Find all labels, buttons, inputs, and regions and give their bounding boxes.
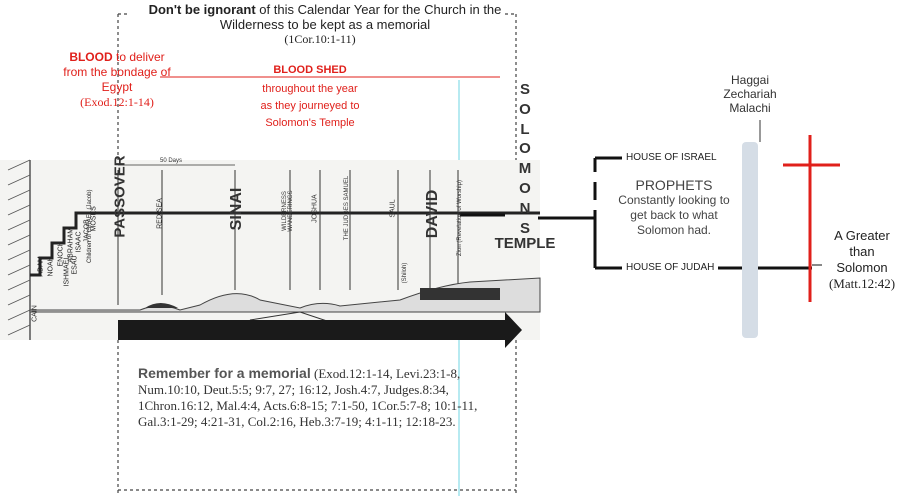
top-title-ref: (1Cor.10:1-11) [284, 32, 356, 46]
solomons-letter: S [519, 81, 530, 98]
timeline-drops [117, 170, 459, 305]
prophets-line1: Constantly looking to [618, 193, 730, 207]
timeline-main-line [30, 211, 540, 277]
greater-line2: than [849, 244, 875, 259]
top-title-rest: of this Calendar Year for the Church in … [219, 2, 502, 32]
solomons-letter: O [519, 140, 531, 158]
moses-label: MOSES [90, 206, 98, 232]
prophet-name: Malachi [729, 101, 771, 115]
adam-label: ADAM [37, 256, 45, 277]
blood-shed-line1: throughout the year [262, 83, 358, 95]
joshua-label: JOSHUA [311, 194, 319, 223]
greater-line3: Solomon [836, 260, 888, 275]
noah-label: NOAH [47, 256, 55, 277]
solomons-letter: L [520, 120, 530, 138]
top-title: Don't be ignorant of this Calendar Year … [130, 2, 520, 32]
greater-ref: (Matt.12:42) [828, 276, 896, 291]
memorial-block: Remember for a memorial (Exod.12:1-14, L… [138, 365, 508, 430]
red-sea-label: RED SEA [156, 198, 164, 229]
prophet-name: Haggai [730, 73, 770, 87]
blood-left-bold: BLOOD [69, 50, 113, 64]
blood-left-rest: to deliver from the bondage of Egypt [63, 50, 171, 94]
zion-city [420, 288, 500, 300]
timeline-arrow [118, 312, 522, 348]
greater-line1: A Greater [834, 228, 890, 243]
greater-than-solomon: A Greater than Solomon (Matt.12:42) [812, 228, 912, 292]
house-of-israel-label: HOUSE OF ISRAEL [626, 152, 717, 163]
saul-label: SAUL [389, 199, 397, 218]
memorial-refs: (Exod.12:1-14, Levi.23:1-8, Num.10:10, D… [138, 366, 478, 429]
prophets-title: PROPHETS [635, 177, 713, 193]
wilderness-label: WILDERNESS WANDERINGS [282, 190, 294, 232]
prophet-name: Zechariah [723, 87, 777, 101]
ishmael-label: ISHMAEL [63, 255, 71, 287]
prophets-block: PROPHETS Constantly looking to get back … [604, 178, 744, 238]
prophet-names: Haggai Zechariah Malachi [700, 73, 800, 115]
house-of-judah-label: HOUSE OF JUDAH [626, 262, 715, 273]
esau-label: ESAU [71, 255, 79, 275]
memorial-heading: Remember for a memorial [138, 365, 311, 381]
blood-shed-block: BLOOD SHED throughout the year as they j… [230, 62, 390, 132]
passover-label: PASSOVER [111, 155, 129, 238]
sinai-label: SINAI [228, 187, 245, 231]
shiloh-label: (Shiloh) [402, 262, 408, 284]
prophets-line3: Solomon had. [636, 223, 712, 237]
blood-shed-line3: Solomon's Temple [265, 117, 355, 129]
solomons-vertical: S O L O M O N S [505, 80, 545, 238]
cain-label: CAIN [31, 305, 39, 322]
prophets-bar [742, 142, 758, 338]
blood-shed-title: BLOOD SHED [273, 64, 347, 76]
solomons-letter: M [518, 160, 532, 178]
prophets-line2: get back to what [630, 208, 718, 222]
blood-left-ref: (Exod.12:1-14) [80, 95, 154, 109]
solomons-letter: N [519, 199, 531, 217]
days-label: 50 Days [160, 158, 183, 164]
top-title-bold: Don't be ignorant [148, 2, 256, 17]
david-label: DAVID [424, 189, 441, 239]
zion-label: Zion (Revelation of Worship) [457, 180, 463, 256]
blood-left-block: BLOOD to deliver from the bondage of Egy… [62, 50, 172, 110]
solomons-letter: O [519, 100, 531, 118]
red-sea-shape [145, 303, 178, 308]
solomons-letter: O [519, 179, 531, 197]
solomons-letter: S [519, 219, 530, 237]
judges-label: THE JUDGES SAMUEL [344, 175, 350, 241]
temple-label: TEMPLE [494, 235, 556, 252]
blood-shed-line2: as they journeyed to [260, 100, 360, 112]
